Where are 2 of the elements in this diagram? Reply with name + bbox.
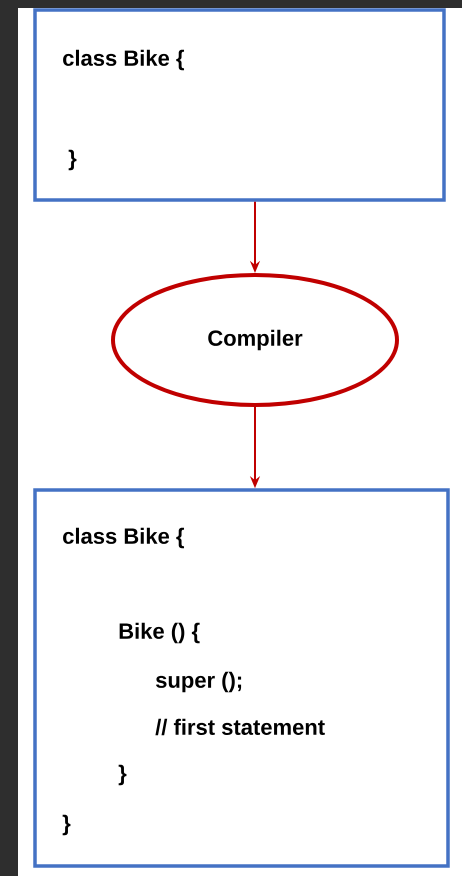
code-box: class Bike { } bbox=[33, 8, 446, 202]
code-box: class Bike { Bike () { super (); // first statement } } bbox=[33, 488, 450, 868]
